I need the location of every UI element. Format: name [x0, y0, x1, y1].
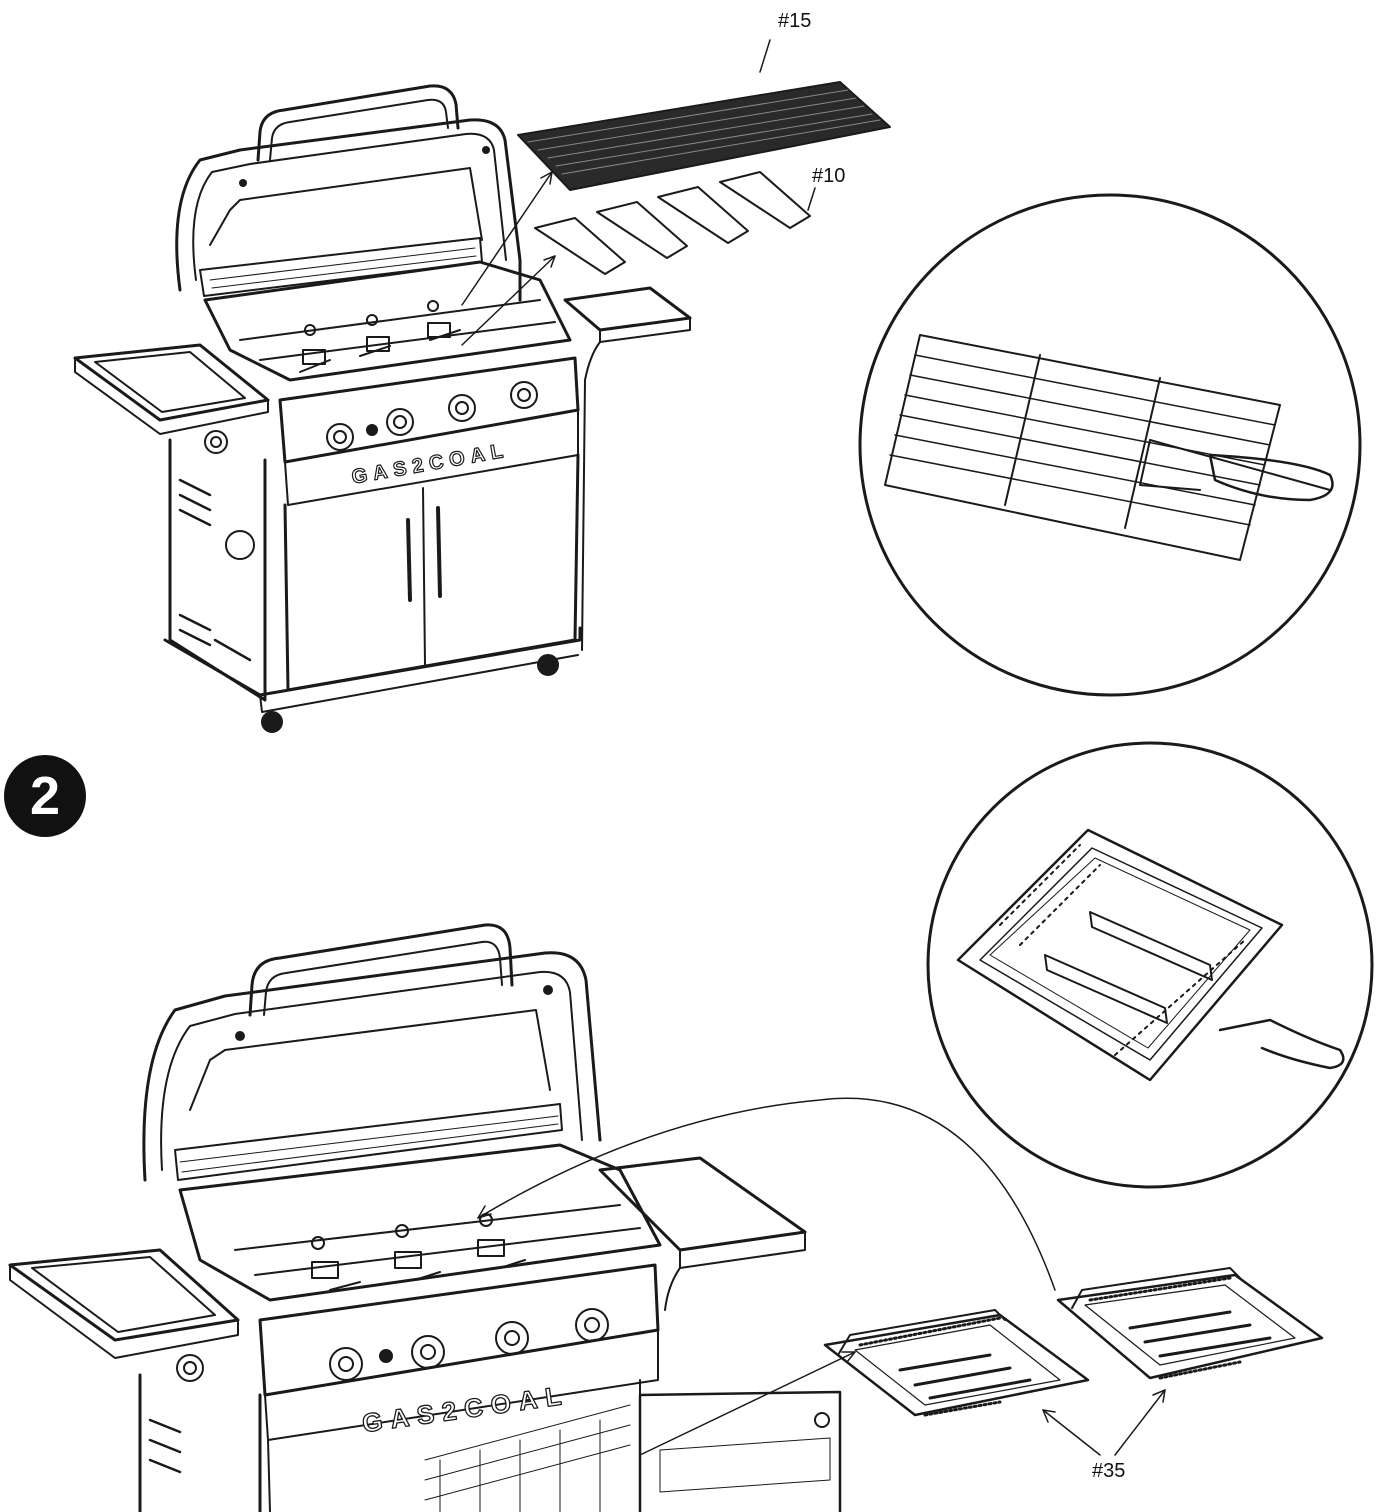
step2-arrows: [477, 1097, 1166, 1456]
grate-detail-circle: [858, 193, 1362, 697]
flavorizer-bars: [534, 171, 811, 275]
step1-arrows: [461, 39, 816, 346]
step-number-badge: 2: [4, 755, 86, 837]
grate-part-label: #15: [778, 10, 812, 32]
charcoal-tray-part-label: #35: [1092, 1460, 1126, 1482]
charcoal-trays: [823, 1267, 1324, 1417]
flavorizer-part-label: #10: [812, 165, 846, 187]
tray-detail-circle: [926, 741, 1374, 1189]
grill-step2: GAS2COAL: [8, 923, 842, 1512]
